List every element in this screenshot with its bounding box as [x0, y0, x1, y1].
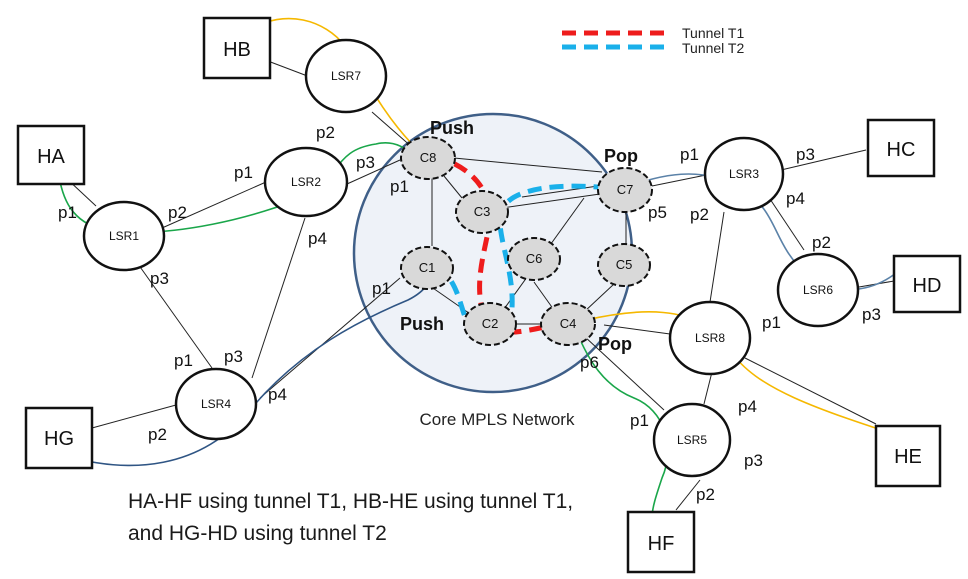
- svg-text:C4: C4: [560, 316, 577, 331]
- port-label: p2: [696, 485, 715, 504]
- host-hg: HG: [24, 406, 94, 470]
- port-label: p1: [234, 163, 253, 182]
- port-label: p2: [148, 425, 167, 444]
- lsr4-node: LSR4: [174, 367, 258, 441]
- lsr6-node: LSR6: [776, 252, 860, 328]
- lsr2-node: LSR2: [263, 146, 349, 218]
- core-c5-node: C5: [597, 243, 651, 287]
- port-label: p1: [680, 145, 699, 164]
- svg-text:HE: HE: [894, 446, 922, 468]
- port-label: p2: [168, 203, 187, 222]
- core-c4-node: C4: [540, 302, 596, 346]
- port-label: p1: [58, 203, 77, 222]
- svg-text:LSR6: LSR6: [803, 283, 833, 297]
- port-label: p1: [630, 411, 649, 430]
- lsr8-node: LSR8: [668, 300, 752, 376]
- port-label: p4: [738, 397, 757, 416]
- lsr3-node: LSR3: [703, 136, 785, 212]
- svg-text:LSR7: LSR7: [331, 69, 361, 83]
- svg-text:HA: HA: [37, 146, 65, 168]
- svg-text:C3: C3: [474, 204, 491, 219]
- tunnel-t2-path: [434, 183, 611, 338]
- core-c8-node: C8: [400, 136, 456, 180]
- core-c6-node: C6: [507, 237, 561, 281]
- core-network-label: Core MPLS Network: [420, 410, 575, 429]
- core-network-area: [352, 112, 634, 394]
- port-label: p2: [812, 233, 831, 252]
- port-label: p1: [762, 313, 781, 332]
- svg-text:HB: HB: [223, 39, 251, 61]
- links: [65, 57, 895, 511]
- port-label: p2: [690, 205, 709, 224]
- core-c1-node: C1: [400, 246, 454, 290]
- core-routers: C1 C2 C3 C4 C5 C6 C7 C8: [400, 136, 653, 346]
- host-he: HE: [874, 424, 942, 488]
- port-label: p6: [580, 353, 599, 372]
- diagram-caption: HA-HF using tunnel T1, HB-HE using tunne…: [128, 486, 648, 550]
- core-c2-node: C2: [463, 302, 517, 346]
- svg-text:HC: HC: [887, 139, 916, 161]
- svg-text:HD: HD: [913, 275, 942, 297]
- push-label-top: Push: [430, 118, 474, 138]
- path-hg-hd: [65, 269, 433, 467]
- port-label: p3: [796, 145, 815, 164]
- lsr7-node: LSR7: [304, 38, 388, 114]
- lsr1-node: LSR1: [82, 200, 166, 272]
- port-label: p3: [150, 269, 169, 288]
- action-labels: Push Push Pop Pop: [400, 118, 638, 354]
- svg-text:HF: HF: [648, 533, 675, 555]
- core-c3-node: C3: [455, 190, 509, 234]
- svg-text:C2: C2: [482, 316, 499, 331]
- svg-text:LSR4: LSR4: [201, 397, 231, 411]
- hosts: HA HB HC HD HE HF HG: [16, 16, 962, 574]
- svg-text:LSR2: LSR2: [291, 175, 321, 189]
- host-hc: HC: [866, 118, 936, 178]
- lsr5-node: LSR5: [652, 402, 732, 478]
- svg-text:LSR1: LSR1: [109, 229, 139, 243]
- svg-text:C6: C6: [526, 251, 543, 266]
- svg-text:C8: C8: [420, 150, 437, 165]
- legend-t2-label: Tunnel T2: [682, 40, 744, 56]
- port-label: p1: [174, 351, 193, 370]
- svg-text:LSR8: LSR8: [695, 331, 725, 345]
- port-label: p2: [316, 123, 335, 142]
- port-labels: p1 p2 p3 p1 p2 p3 p4 p1 p1 p1 p3 p2 p4 p…: [58, 123, 881, 504]
- svg-text:C5: C5: [616, 257, 633, 272]
- port-label: p1: [372, 279, 391, 298]
- svg-text:HG: HG: [44, 428, 74, 450]
- core-c7-node: C7: [597, 167, 653, 213]
- port-label: p3: [862, 305, 881, 324]
- host-hd: HD: [892, 254, 962, 314]
- svg-text:C7: C7: [617, 182, 634, 197]
- svg-text:LSR5: LSR5: [677, 433, 707, 447]
- port-label: p4: [308, 229, 327, 248]
- push-label-bottom: Push: [400, 314, 444, 334]
- legend-t1-label: Tunnel T1: [682, 25, 744, 41]
- svg-text:LSR3: LSR3: [729, 167, 759, 181]
- port-label: p4: [786, 189, 805, 208]
- port-label: p3: [224, 347, 243, 366]
- host-hb: HB: [202, 16, 272, 80]
- pop-label-bottom: Pop: [598, 334, 632, 354]
- legend: Tunnel T1 Tunnel T2: [562, 25, 744, 56]
- host-hf: HF: [626, 510, 696, 574]
- port-label: p3: [356, 153, 375, 172]
- caption-line: and HG-HD using tunnel T2: [128, 522, 387, 545]
- port-label: p3: [744, 451, 763, 470]
- pop-label-top: Pop: [604, 146, 638, 166]
- svg-text:C1: C1: [419, 260, 436, 275]
- lsr-routers: LSR1 LSR2 LSR3 LSR4 LSR5 LSR6 LSR7 LSR8: [82, 38, 860, 478]
- host-ha: HA: [16, 124, 86, 186]
- port-label: p4: [268, 385, 287, 404]
- port-label: p1: [390, 177, 409, 196]
- port-label: p5: [648, 203, 667, 222]
- caption-line: HA-HF using tunnel T1, HB-HE using tunne…: [128, 490, 574, 513]
